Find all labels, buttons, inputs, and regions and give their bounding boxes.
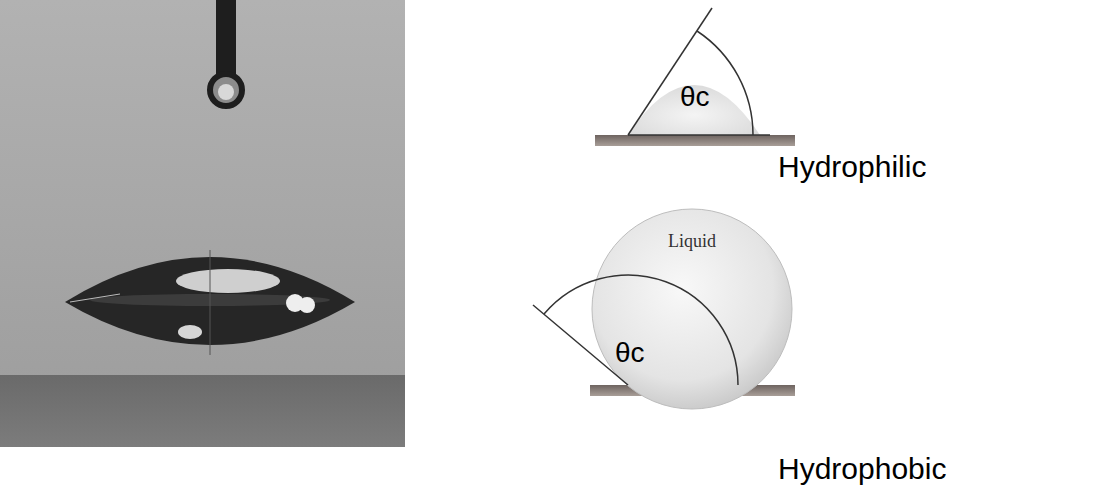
- angle-label: θc: [680, 82, 710, 113]
- hydrophilic-drop: [595, 8, 795, 146]
- wetting-label: Hydrophilic: [778, 150, 926, 183]
- wetting-label: Hydrophobic: [778, 452, 946, 485]
- angle-label: θc: [615, 338, 645, 369]
- droplet-photo: [0, 0, 405, 447]
- liquid-label: Liquid: [668, 232, 716, 252]
- hydrophobic-drop: [533, 209, 795, 409]
